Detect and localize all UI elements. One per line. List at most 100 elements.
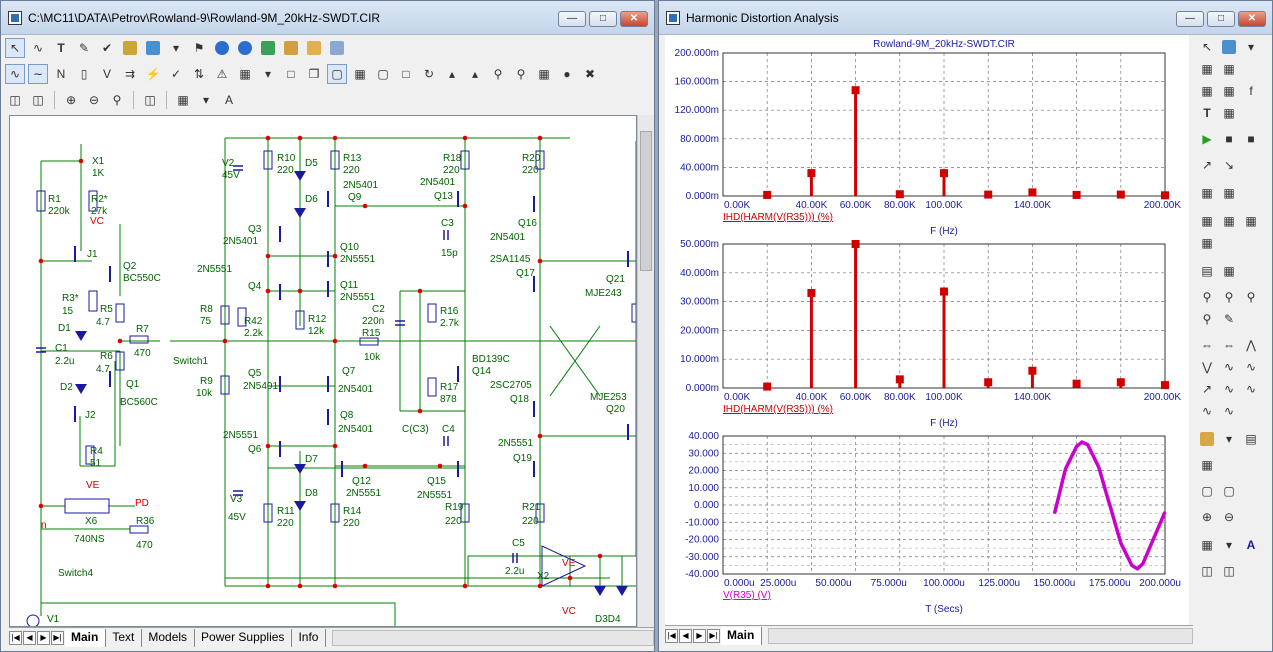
tokens-icon[interactable]: ▦ [1223, 84, 1235, 98]
help-icon[interactable] [235, 38, 255, 58]
clipboard-dropdown-icon[interactable]: ▾ [1225, 432, 1233, 446]
plot-font-icon[interactable]: A [1246, 538, 1256, 552]
cursor-slope-icon[interactable]: ↗ [1201, 382, 1213, 396]
copy-icon[interactable]: ❐ [308, 67, 320, 81]
flip-icon[interactable]: ▴ [471, 67, 479, 81]
cursor-valley-icon[interactable]: ⋁ [1202, 360, 1212, 374]
cursor-inflect-icon[interactable]: ∿ [1223, 382, 1235, 396]
tab-info[interactable]: Info [292, 628, 327, 647]
edit-icon[interactable] [327, 38, 347, 58]
zoom-out-icon[interactable]: ⊖ [88, 93, 100, 107]
table-icon[interactable]: ▦ [538, 67, 550, 81]
picture-icon[interactable] [143, 38, 163, 58]
analysis-tab-main[interactable]: Main [721, 626, 763, 645]
numeric-output-icon[interactable]: ▦ [1201, 458, 1213, 472]
plot-select-icon[interactable]: ↖ [1201, 40, 1213, 54]
first-page-icon[interactable]: |◀ [9, 630, 22, 645]
wire-tool-icon[interactable]: ∿ [32, 41, 44, 55]
cursor-mode-icon[interactable]: ▦ [1201, 186, 1213, 200]
maximize-scale-icon[interactable]: ▦ [1223, 62, 1235, 76]
tab-power-supplies[interactable]: Power Supplies [195, 628, 293, 647]
horizontal-grid-icon[interactable]: ▦ [1201, 214, 1213, 228]
warning-icon[interactable]: ⚠ [216, 67, 228, 81]
valley-icon[interactable]: ↘ [1223, 158, 1235, 172]
cursor-right-icon[interactable]: ⇔ [1223, 338, 1235, 352]
next-page-icon[interactable]: ▶ [37, 630, 50, 645]
tile-icon[interactable]: ▦ [1201, 538, 1213, 552]
probe-icon[interactable]: ✔ [101, 41, 113, 55]
cursor-bottom-icon[interactable]: ∿ [1201, 404, 1213, 418]
check-icon[interactable]: ✓ [170, 67, 182, 81]
properties-icon[interactable]: ▦ [354, 67, 366, 81]
voltmeter-icon[interactable]: V [102, 67, 111, 81]
plot-zoom-in-icon[interactable]: ⊕ [1201, 510, 1213, 524]
ungroup-icon[interactable]: ◫ [32, 93, 44, 107]
vertical-grid-icon[interactable]: ▦ [1223, 214, 1235, 228]
power-icon[interactable]: ⚡ [145, 67, 161, 81]
plot-picture-icon[interactable] [1219, 37, 1239, 57]
analysis-maximize-button[interactable]: □ [1207, 11, 1235, 27]
layers-icon[interactable]: ◫ [144, 93, 156, 107]
plot-dropdown-icon[interactable]: ▾ [1247, 40, 1255, 54]
tab-main[interactable]: Main [65, 628, 107, 647]
zoom-in-icon[interactable]: ⊕ [65, 93, 77, 107]
tile-dropdown-icon[interactable]: ▾ [1225, 538, 1233, 552]
group-icon[interactable]: ◫ [9, 93, 21, 107]
schematic-horizontal-scrollbar[interactable] [332, 629, 654, 646]
grid-dots-icon[interactable]: ▦ [239, 67, 251, 81]
cursor-left-icon[interactable]: ⇔ [1201, 338, 1213, 352]
plot-edit-icon[interactable]: ✎ [1223, 312, 1235, 326]
dropdown-icon[interactable]: ▾ [172, 41, 180, 55]
box-icon[interactable]: □ [402, 67, 410, 81]
axis-icon[interactable]: ▦ [1201, 236, 1213, 250]
analysis-close-button[interactable]: ✕ [1238, 11, 1266, 27]
minor-grid-icon[interactable]: ▦ [1245, 214, 1257, 228]
pin-icon[interactable]: ▯ [80, 67, 88, 81]
stop-icon[interactable]: ● [563, 67, 571, 81]
cancel-icon[interactable]: ✖ [584, 67, 596, 81]
analysis-next-icon[interactable]: ▶ [693, 628, 706, 643]
globe-icon[interactable] [258, 38, 278, 58]
rotate-icon[interactable]: ↻ [423, 67, 435, 81]
attribute-text-icon[interactable]: ∼ [28, 64, 48, 84]
select-region-icon[interactable]: ▢ [377, 67, 389, 81]
cursor-low-icon[interactable]: ∿ [1245, 360, 1257, 374]
plot-text-icon[interactable]: T [1203, 106, 1211, 120]
grid-icon[interactable] [281, 38, 301, 58]
select-tool-icon[interactable]: ↖ [5, 38, 25, 58]
peak-icon[interactable]: ↗ [1201, 158, 1213, 172]
plot-zoom-out-icon[interactable]: ⊖ [1223, 510, 1235, 524]
pause-icon[interactable]: ■ [1225, 132, 1233, 146]
mirror-icon[interactable]: ▴ [448, 67, 456, 81]
text-tool-icon[interactable]: T [57, 41, 65, 55]
zoom-reset-icon[interactable]: ⚲ [1202, 312, 1212, 326]
font-icon[interactable]: A [224, 93, 233, 107]
cursor-high-icon[interactable]: ∿ [1223, 360, 1235, 374]
schematic-titlebar[interactable]: C:\MC11\DATA\Petrov\Rowland-9\Rowland-9M… [1, 1, 654, 35]
plot-group-icon[interactable]: ◫ [1201, 564, 1213, 578]
close-button[interactable]: ✕ [620, 11, 648, 27]
node-numbers-icon[interactable]: ∿ [5, 64, 25, 84]
analysis-first-icon[interactable]: |◀ [665, 628, 678, 643]
stop-run-icon[interactable]: ■ [1247, 132, 1255, 146]
zoom-auto-icon[interactable]: ⚲ [1202, 290, 1212, 304]
minimize-button[interactable]: — [558, 11, 586, 27]
analysis-minimize-button[interactable]: — [1176, 11, 1204, 27]
last-page-icon[interactable]: ▶| [51, 630, 64, 645]
dissipation-icon[interactable]: ⇅ [193, 67, 205, 81]
flag-icon[interactable]: ⚑ [193, 41, 205, 55]
analysis-horizontal-scrollbar[interactable] [768, 627, 1193, 644]
cursor-mode-2-icon[interactable]: ▦ [1223, 186, 1235, 200]
list-icon[interactable] [304, 38, 324, 58]
analysis-last-icon[interactable]: ▶| [707, 628, 720, 643]
cursor-peak-icon[interactable]: ⋀ [1246, 338, 1256, 352]
page-icon[interactable]: □ [287, 67, 295, 81]
maximize-button[interactable]: □ [589, 11, 617, 27]
run-icon[interactable]: ▶ [1202, 132, 1212, 146]
binoculars-icon[interactable]: ⚲ [516, 67, 526, 81]
pencil-icon[interactable]: ✎ [78, 41, 90, 55]
component-icon[interactable] [120, 38, 140, 58]
tab-text[interactable]: Text [106, 628, 143, 647]
fit-vertical-icon[interactable]: ▢ [1223, 484, 1235, 498]
